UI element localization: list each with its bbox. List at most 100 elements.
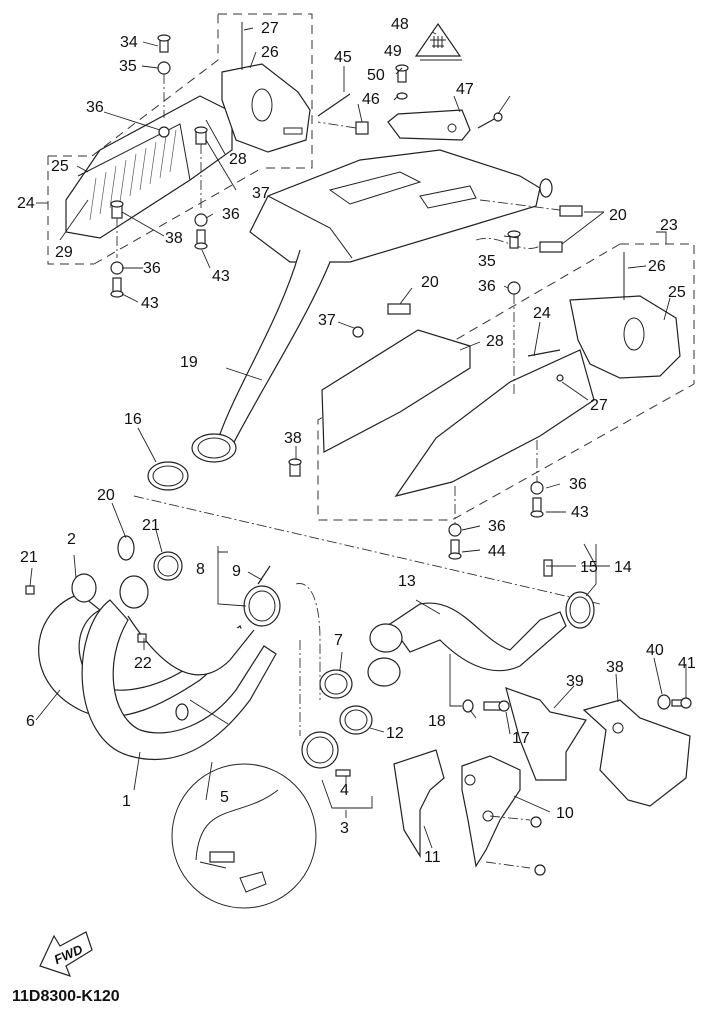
- nut-clip-2: [539, 241, 563, 253]
- muffler-stay: [387, 109, 471, 141]
- bolt-4: [448, 539, 462, 560]
- bolt-1: [194, 229, 208, 250]
- callout-26: 26: [648, 258, 666, 275]
- callout-13: 13: [398, 573, 416, 590]
- callout-15: 15: [580, 559, 598, 576]
- callout-38: 38: [284, 430, 302, 447]
- callout-16: 16: [124, 411, 142, 428]
- callout-36: 36: [143, 260, 161, 277]
- callout-32: 27: [261, 20, 279, 37]
- collar-3: [288, 458, 302, 477]
- muffler-cover-2-front: [394, 349, 595, 497]
- screw-tapping: [317, 93, 351, 117]
- muffler: [191, 149, 553, 463]
- washer-pipe: [462, 699, 474, 713]
- nut-clip-4: [387, 303, 411, 315]
- bolt-2: [110, 277, 124, 298]
- callout-21: 20: [97, 487, 115, 504]
- callout-25: 25: [668, 284, 686, 301]
- gasket-lower: [339, 705, 373, 735]
- callout-7: 7: [334, 632, 343, 649]
- muffler-protector: [582, 699, 691, 807]
- callout-45: 46: [362, 91, 380, 108]
- callout-21: 21: [142, 517, 160, 534]
- screw-1: [157, 34, 171, 53]
- gasket-port-1: [117, 535, 135, 561]
- callout-43: 43: [571, 504, 589, 521]
- callout-48: 49: [384, 43, 402, 60]
- callout-22: 22: [134, 655, 152, 672]
- warning-label-icon: [414, 22, 462, 61]
- screw-2: [507, 230, 521, 249]
- callout-49: 50: [367, 67, 385, 84]
- callout-38: 37: [252, 185, 270, 202]
- exhaust-pipe-3: [367, 602, 567, 687]
- callout-36: 36: [222, 206, 240, 223]
- callout-30: 25: [51, 158, 69, 175]
- callout-2: 2: [67, 531, 76, 548]
- callout-44: 45: [334, 49, 352, 66]
- damper-1: [157, 61, 171, 75]
- callout-3: 3: [340, 820, 349, 837]
- callout-38: 38: [165, 230, 183, 247]
- gasket-muffler: [147, 461, 189, 491]
- callout-28: 28: [486, 333, 504, 350]
- callout-20: 20: [609, 207, 627, 224]
- exhaust-pipe-1: [81, 599, 277, 761]
- callout-11: 11: [424, 849, 441, 866]
- callout-34: 29: [55, 244, 73, 261]
- muffler-cover-1: [65, 95, 233, 239]
- callout-36: 36: [478, 278, 496, 295]
- bolt-pipe: [483, 700, 510, 712]
- callout-8: 8: [196, 561, 205, 578]
- nut-clip-3: [355, 121, 369, 135]
- callout-14: 14: [614, 559, 632, 576]
- damper-6: [448, 523, 462, 537]
- collar-1: [194, 126, 208, 145]
- gasket-upper: [319, 669, 353, 699]
- callout-10: 10: [556, 805, 574, 822]
- callout-20: 20: [421, 274, 439, 291]
- callout-33: 28: [229, 151, 247, 168]
- callout-17: 17: [512, 730, 530, 747]
- callout-9: 9: [232, 563, 241, 580]
- stud-bolt-2: [137, 633, 147, 643]
- cover-assembly-1-outline: [47, 13, 313, 265]
- callout-12: 12: [386, 725, 404, 742]
- callout-37: 36: [86, 99, 104, 116]
- callout-36: 36: [569, 476, 587, 493]
- callout-42: 41: [678, 655, 696, 672]
- callout-31: 26: [261, 44, 279, 61]
- callout-43: 43: [212, 268, 230, 285]
- callout-6: 6: [26, 713, 35, 730]
- bolt-protector: [671, 697, 692, 709]
- fwd-arrow-icon: FWD: [39, 931, 93, 977]
- callout-39: 38: [606, 659, 624, 676]
- collar-2: [110, 200, 124, 219]
- stud-bolt-1: [25, 585, 35, 595]
- callout-36: 36: [488, 518, 506, 535]
- clamp-mid: [543, 559, 595, 629]
- callout-23: 23: [660, 217, 678, 234]
- callout-19: 19: [180, 354, 198, 371]
- bolt-3: [530, 497, 544, 518]
- callout-27: 27: [590, 397, 608, 414]
- callout-1: 1: [122, 793, 131, 810]
- callout-22: 21: [20, 549, 38, 566]
- bolt-stay: [395, 64, 409, 83]
- callout-46: 47: [456, 81, 474, 98]
- oxygen-sensor-detail: [171, 761, 317, 909]
- callout-37: 37: [318, 312, 336, 329]
- damper-3: [110, 261, 124, 275]
- protector-bolt-2: [534, 864, 546, 876]
- grommet: [556, 374, 564, 382]
- damper-5: [530, 481, 544, 495]
- muffler-end-cap-2: [569, 295, 681, 379]
- nut-clip-1: [559, 205, 583, 217]
- callout-5: 5: [220, 789, 229, 806]
- washer-protector: [657, 694, 671, 710]
- protector-plate: [505, 687, 587, 781]
- callout-35: 35: [478, 253, 496, 270]
- callout-labels: 27 26 34 35 36 28 37 25 24 29 38 36 36 4…: [17, 16, 696, 866]
